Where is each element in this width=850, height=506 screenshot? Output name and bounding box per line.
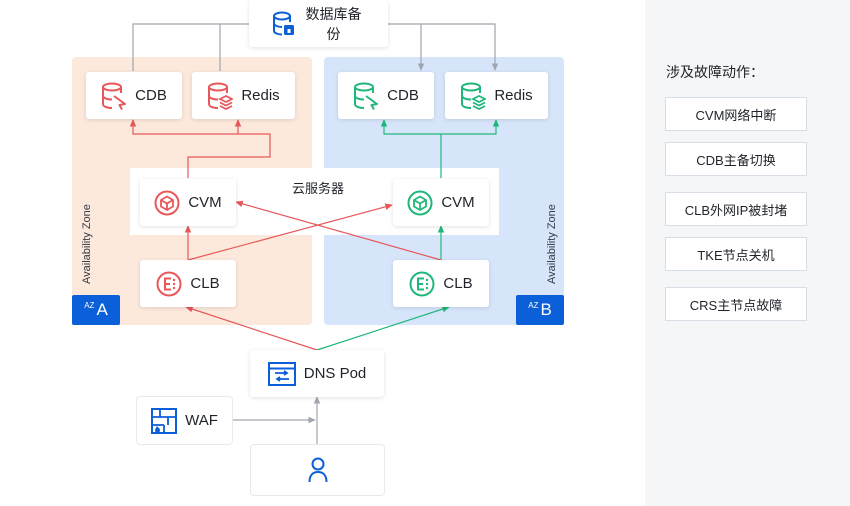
user-icon [308, 457, 327, 483]
zone-a-badge: AZ A [72, 295, 120, 325]
redis-database-icon [461, 82, 487, 110]
waf-firewall-icon [151, 407, 178, 434]
zone-a-cdb-label: CDB [135, 87, 167, 104]
fault-item-cdb-switchover[interactable]: CDB主备切换 [665, 142, 807, 176]
zone-b-cdb-label: CDB [387, 87, 419, 104]
backup-links [132, 23, 499, 71]
zone-b-cvm-label: CVM [441, 194, 475, 211]
zone-a-redis-node[interactable]: Redis [192, 72, 295, 119]
zone-b-db-links [380, 119, 500, 178]
clb-to-cvm-links [184, 200, 445, 261]
zone-a-clb-label: CLB [190, 275, 220, 292]
user-node[interactable] [251, 445, 384, 495]
database-backup-label: 数据库备份 [305, 5, 362, 42]
zone-b-clb-node[interactable]: CLB [393, 260, 489, 307]
fault-actions-title: 涉及故障动作： [666, 64, 764, 80]
waf-node[interactable]: WAF [137, 397, 232, 444]
waf-label: WAF [185, 412, 218, 429]
cvm-server-icon [154, 190, 180, 215]
zone-b-cdb-node[interactable]: CDB [338, 72, 434, 119]
clb-load-balancer-icon [409, 271, 435, 296]
database-backup-node[interactable]: 数据库备份 [249, 0, 388, 47]
cdb-database-icon [102, 82, 127, 110]
redis-database-icon [208, 82, 234, 110]
dns-pod-node[interactable]: DNS Pod [250, 350, 384, 397]
fault-item-cvm-network[interactable]: CVM网络中断 [665, 97, 807, 131]
fault-item-crs-master-fault[interactable]: CRS主节点故障 [665, 287, 807, 321]
zone-b-cvm-node[interactable]: CVM [393, 179, 489, 226]
zone-b-badge: AZ B [516, 295, 564, 325]
zone-a-cdb-node[interactable]: CDB [86, 72, 182, 119]
zone-b-redis-label: Redis [494, 87, 533, 104]
zone-a-cvm-node[interactable]: CVM [140, 179, 236, 226]
zone-b-clb-label: CLB [443, 275, 473, 292]
database-icon [272, 11, 294, 35]
dns-to-clb-links [185, 305, 450, 351]
zone-a-badge-letter: A [96, 300, 108, 319]
dns-pod-label: DNS Pod [303, 365, 367, 382]
cvm-server-icon [407, 190, 433, 215]
ingress-links [232, 396, 321, 445]
zone-b-redis-node[interactable]: Redis [445, 72, 548, 119]
zone-b-badge-prefix: AZ [528, 300, 539, 310]
fault-item-tke-node-shutdown[interactable]: TKE节点关机 [665, 237, 807, 271]
cdb-database-icon [354, 82, 379, 110]
zone-a-cvm-label: CVM [188, 194, 222, 211]
dns-pod-icon [267, 361, 296, 386]
cloud-server-label: 云服务器 [292, 181, 345, 196]
fault-item-clb-ip-blocked[interactable]: CLB外网IP被封堵 [665, 192, 807, 226]
zone-a-db-links [129, 119, 271, 178]
clb-load-balancer-icon [156, 271, 182, 296]
zone-a-redis-label: Redis [241, 87, 280, 104]
zone-a-clb-node[interactable]: CLB [140, 260, 236, 307]
zone-a-badge-prefix: AZ [84, 300, 95, 310]
zone-b-badge-letter: B [540, 300, 552, 319]
